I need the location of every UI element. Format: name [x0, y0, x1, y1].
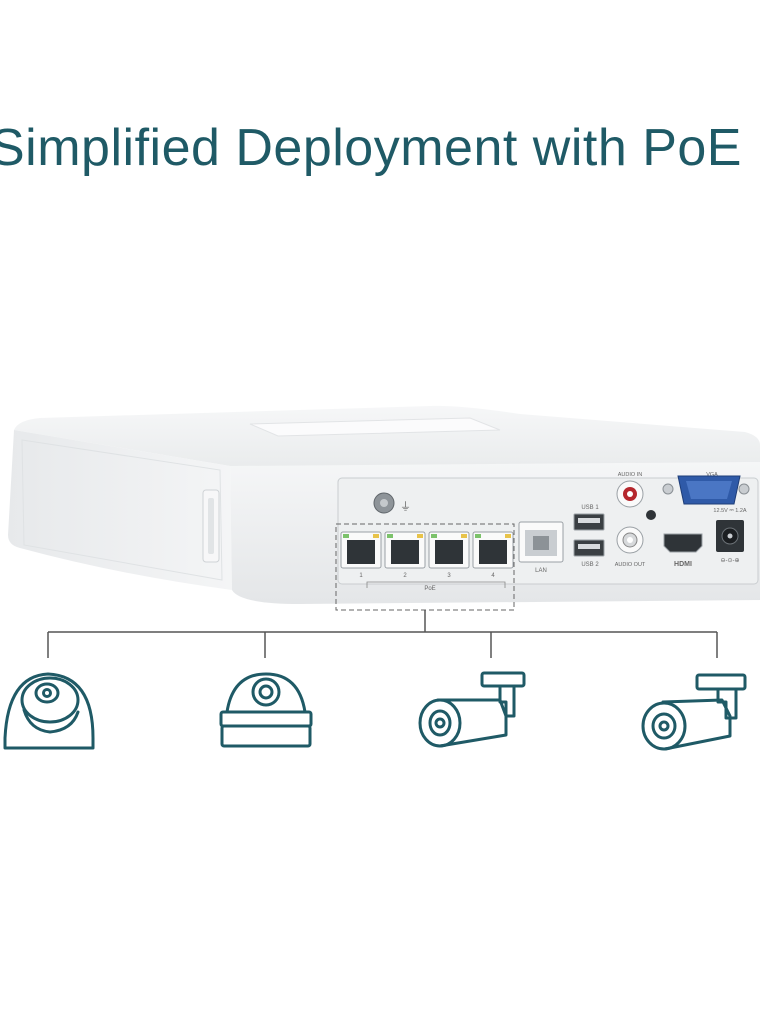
usb2-label: USB 2 [581, 562, 599, 568]
hdmi-port [663, 533, 703, 553]
poe-ports: 1 2 3 4 PoE [340, 531, 514, 592]
audio-out-label: AUDIO OUT [615, 562, 646, 568]
lan-label: LAN [535, 568, 547, 574]
usb1-label: USB 1 [581, 505, 599, 511]
headline: Simplified Deployment with PoE [0, 119, 742, 177]
power-label: 12.5V ⎓ 1.2A [713, 508, 746, 514]
bullet-camera-icon [641, 673, 747, 751]
bullet-camera-icon [418, 671, 526, 748]
audio-in-label: AUDIO IN [618, 472, 642, 478]
hdmi-label: HDMI [674, 561, 692, 568]
device-top [14, 405, 760, 470]
poe-port-2-label: 2 [403, 573, 407, 579]
connector-lines [47, 610, 718, 658]
device-top-label [249, 417, 501, 437]
dome-camera-icon [3, 672, 95, 750]
poe-port-3-label: 3 [447, 573, 451, 579]
poe-label: PoE [424, 586, 435, 592]
svg-text:⊖-⊙-⊕: ⊖-⊙-⊕ [720, 558, 739, 564]
poe-port-1-label: 1 [359, 573, 363, 579]
device-left-side [8, 430, 232, 590]
nvr-device: ⏚ 1 2 3 4 PoE [8, 405, 760, 604]
vga-label: VGA [706, 472, 718, 478]
dome-camera-icon [219, 672, 313, 748]
poe-port-4-label: 4 [491, 573, 495, 579]
svg-text:⏚: ⏚ [400, 500, 411, 513]
